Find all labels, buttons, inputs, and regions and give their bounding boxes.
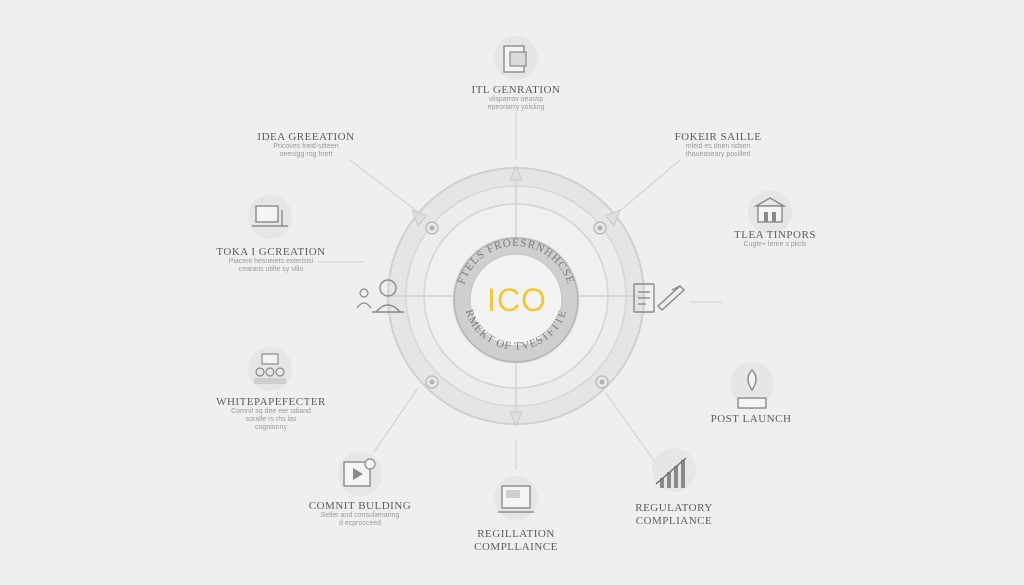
connector-bottom-left (373, 387, 419, 453)
monitor-icon (494, 476, 538, 520)
team-icon (248, 347, 292, 391)
node-title-fokeir-saille: FOKEIR SAILLE (674, 131, 762, 143)
person-icon (372, 279, 404, 313)
node-sub-idea-greeation: Pricoves freid-sitteen oeeoigg rog hrett (273, 143, 339, 158)
connector-top-right (614, 159, 681, 216)
growth-chart-icon (652, 448, 696, 492)
document-icon (494, 36, 538, 80)
node-title-whitepapefecter: WHITEPAPEFECTER (216, 396, 326, 408)
media-icon (338, 452, 382, 496)
pointer-top-right (605, 209, 621, 227)
ring-markers (425, 221, 609, 389)
node-sub-whitepapefecter: Comnit sq dee eer sdiand soralle rs rhs … (231, 408, 311, 431)
workspace-icon (248, 195, 292, 239)
node-title-regulatory-compliance: REGULATORY COMPLIANCE (635, 502, 713, 527)
connector-bottom-right (604, 391, 656, 463)
center-badge-core (469, 253, 563, 347)
node-title-post-launch: POST LAUNCH (710, 413, 792, 425)
rocket-icon (730, 362, 774, 409)
center-label: ICO (487, 282, 547, 318)
pointer-bottom (509, 411, 523, 428)
pointer-top-left (411, 209, 427, 227)
node-sub-tlea-tinpors: Cugle+ lenre s plicls (743, 241, 807, 248)
node-title-regulation-compliance: REGILLATION COMPLLAINCE (474, 528, 558, 553)
node-sub-fokeir-saille: mleid es dnen ridsen thaueaseary posille… (685, 143, 751, 158)
node-sub-comnit-building: Seller and consolienaring d ecprocceed (320, 512, 400, 527)
node-title-toka-igcreation: TOKA I GCREATION (216, 246, 326, 258)
node-title-idea-greeation: IDEA GREEATION (257, 131, 355, 143)
building-icon (748, 190, 792, 234)
ring-pointers (411, 164, 621, 428)
pointer-top (509, 164, 523, 181)
user-small-icon (356, 288, 372, 309)
node-sub-itl-generation: vlisparrov oeasvp epeorlarry yoisling (487, 96, 545, 111)
node-title-itl-generation: ITL GENRATION (471, 84, 561, 96)
node-sub-toka-igcreation: Piacent hesneiets exterlsisi ceararis ut… (228, 258, 314, 273)
connector-lines (318, 112, 722, 470)
document-pen-icon (633, 283, 686, 313)
node-title-tlea-tinpors: TLEA TINPORS (734, 229, 816, 241)
node-title-comnit-building: COMNIT BULDING (308, 500, 412, 512)
connector-top-left (349, 159, 419, 213)
